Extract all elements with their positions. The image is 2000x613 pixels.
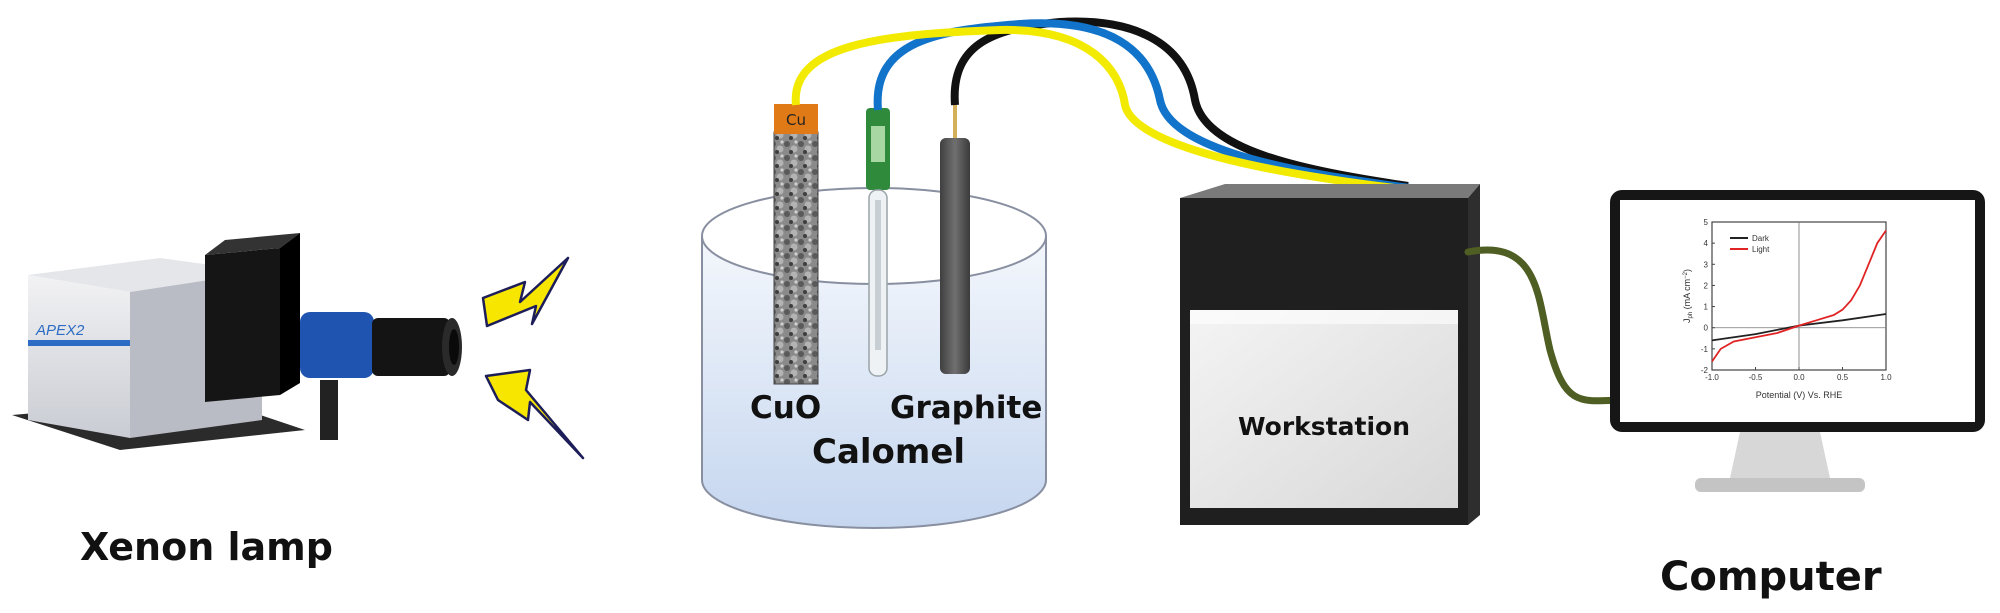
plot-series-group (1711, 229, 1887, 363)
calomel-cap-label (871, 126, 885, 162)
lamp-housing-side (280, 233, 300, 395)
plot-x-tick-label: 1.0 (1880, 373, 1892, 382)
lamp-lens-barrel (372, 318, 450, 376)
plot-x-tick-label: -0.5 (1749, 373, 1763, 382)
graphite-rod (940, 138, 970, 374)
plot-y-tick-label: 1 (1704, 303, 1709, 312)
plot-line-light (1711, 229, 1887, 363)
monitor-plot: -1.0 -0.5 0.0 0.5 1.0 -2 -1 0 1 2 3 4 5 Dark Light P… (1682, 218, 1892, 400)
lamp-stripe (28, 340, 130, 346)
plot-zero-lines (1712, 222, 1886, 370)
workstation-front-sheen (1190, 310, 1458, 324)
yellow-wire (791, 25, 1413, 194)
computer-monitor (1610, 190, 1985, 492)
label-computer: Computer (1660, 554, 1882, 600)
calomel-inner-tube (875, 200, 881, 350)
lightning-bolt-icon (484, 368, 585, 460)
monitor-stand-base (1695, 478, 1865, 492)
legend-label-dark: Dark (1752, 234, 1770, 243)
plot-y-tick-label: -2 (1701, 366, 1709, 375)
plot-y-tick-label: 0 (1704, 324, 1709, 333)
plot-legend: Dark Light (1730, 234, 1770, 254)
label-xenon-lamp: Xenon lamp (80, 525, 333, 569)
plot-x-tick-label: -1.0 (1705, 373, 1719, 382)
cuo-electrode: Cu (773, 104, 819, 385)
plot-x-axis-label: Potential (V) Vs. RHE (1756, 390, 1843, 400)
label-graphite: Graphite (890, 390, 1042, 426)
xenon-lamp: APEX2 (12, 233, 462, 450)
lightning-bolt-icon (481, 256, 570, 328)
lamp-housing-front (205, 248, 280, 402)
monitor-stand-neck (1730, 432, 1830, 478)
label-cuo: CuO (750, 390, 821, 426)
lamp-body-front (28, 275, 130, 438)
beaker-wall (701, 236, 1047, 529)
blue-wire (873, 19, 1411, 192)
workstation (1180, 184, 1480, 525)
cu-tab (774, 104, 818, 134)
monitor-screen (1620, 200, 1975, 422)
plot-y-tick-label: 4 (1704, 239, 1709, 248)
legend-label-light: Light (1752, 245, 1770, 254)
plot-y-tick-label: 2 (1704, 281, 1709, 290)
cu-tab-label: Cu (786, 111, 806, 129)
black-wire (950, 17, 1409, 190)
plot-y-axis-label: Jph (mA cm−2) (1682, 269, 1694, 323)
lamp-lens-glass (449, 329, 459, 365)
plot-x-tick-label: 0.5 (1837, 373, 1849, 382)
label-calomel: Calomel (812, 432, 965, 472)
lamp-body-top (28, 258, 262, 292)
label-workstation: Workstation (1238, 412, 1410, 441)
workstation-top (1180, 184, 1480, 198)
plot-x-tick-label: 0.0 (1793, 373, 1805, 382)
plot-y-tick-label: 3 (1704, 260, 1709, 269)
lamp-housing-top (205, 233, 300, 255)
calomel-electrode (866, 108, 890, 377)
lamp-lens-mount (300, 312, 374, 378)
workstation-side (1468, 184, 1480, 525)
lamp-brand-text: APEX2 (35, 322, 85, 339)
cuo-film (773, 131, 819, 385)
plot-y-tick-label: -1 (1701, 345, 1709, 354)
workstation-front-panel (1190, 310, 1458, 508)
lamp-post (320, 380, 338, 440)
green-cable (1464, 246, 1622, 405)
plot-ticks-group: -1.0 -0.5 0.0 0.5 1.0 -2 -1 0 1 2 3 4 5 (1701, 218, 1892, 382)
graphite-electrode (940, 104, 970, 374)
plot-y-tick-label: 5 (1704, 218, 1709, 227)
